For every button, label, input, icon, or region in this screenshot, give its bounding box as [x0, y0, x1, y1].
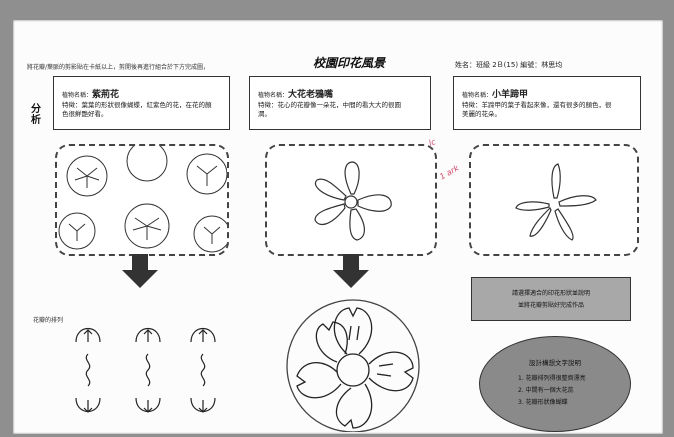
plant-name-prefix: 植物名稱：	[462, 92, 493, 99]
page-title: 校園印花風景	[313, 56, 386, 70]
grey-box-line-1: 請選擇適合的印花形狀並說明	[511, 290, 590, 297]
lower-left-label: 花瓣的排列	[33, 317, 64, 324]
grey-box-line-2: 並將花瓣剪貼好完成作品	[517, 302, 584, 309]
plant-name-prefix: 植物名稱：	[62, 92, 93, 99]
oval-item: 2. 中間有一個大花蕊	[518, 387, 574, 394]
student-info: 姓名：班級 2Ｂ(15) 編號：林思均	[455, 61, 563, 69]
instruction-grey-box: 請選擇適合的印花形狀並說明 並將花瓣剪貼好完成作品	[471, 277, 631, 321]
plant-description: 特徵：花心的花瓣像一朵花，中間的看大大的很圓潤。	[258, 101, 401, 118]
instructions-text: 將花瓣/葉脈的剪影貼在卡紙以上，剪開後再進行組合於下方完成圖，	[27, 64, 210, 71]
down-arrow-icon	[122, 254, 158, 288]
pattern-frame-1	[55, 144, 229, 256]
plant-name: 紫荊花	[92, 90, 120, 100]
oval-title: 設計構想文字說明	[529, 359, 581, 367]
plant-description: 特徵：葉葉的形狀很像蝴蝶，紅紫色的花，在花的顏色很鮮艷好看。	[62, 101, 212, 118]
design-notes-oval: 設計構想文字說明 1. 花瓣排列得很整齊漂亮 2. 中間有一個大花蕊 3. 花瓣…	[479, 336, 631, 432]
pattern-frame-3	[469, 144, 639, 256]
plant-description: 特徵：羊蹄甲的葉子看起來像，還有很多的顏色，很美麗的花朵。	[462, 101, 612, 118]
plant-name: 大花老鴉嘴	[288, 90, 334, 100]
oval-item: 3. 花瓣形狀像蝴蝶	[518, 399, 568, 406]
plant-name-prefix: 植物名稱：	[258, 92, 289, 99]
side-label: 分析	[31, 104, 41, 126]
leaf-pattern-drawing	[58, 146, 227, 253]
plant-box-3: 植物名稱：小羊蹄甲 特徵：羊蹄甲的葉子看起來像，還有很多的顏色，很美麗的花朵。	[453, 76, 641, 130]
oval-item: 1. 花瓣排列得很整齊漂亮	[518, 375, 586, 382]
star-flower-drawing	[515, 163, 597, 241]
worksheet: 將花瓣/葉脈的剪影貼在卡紙以上，剪開後再進行組合於下方完成圖， 校園印花風景 姓…	[13, 20, 663, 434]
petal-arrangement-drawing	[75, 327, 216, 413]
large-flower-drawing	[286, 299, 420, 432]
red-annotation-2: 1 ark	[438, 163, 461, 182]
pattern-frame-2	[265, 144, 437, 256]
down-arrow-icon	[333, 254, 369, 288]
plant-name: 小羊蹄甲	[492, 90, 529, 100]
plant-box-2: 植物名稱：大花老鴉嘴 特徵：花心的花瓣像一朵花，中間的看大大的很圓潤。	[249, 76, 431, 130]
flower-drawing	[314, 161, 392, 241]
plant-box-1: 植物名稱：紫荊花 特徵：葉葉的形狀很像蝴蝶，紅紫色的花，在花的顏色很鮮艷好看。	[53, 76, 230, 130]
